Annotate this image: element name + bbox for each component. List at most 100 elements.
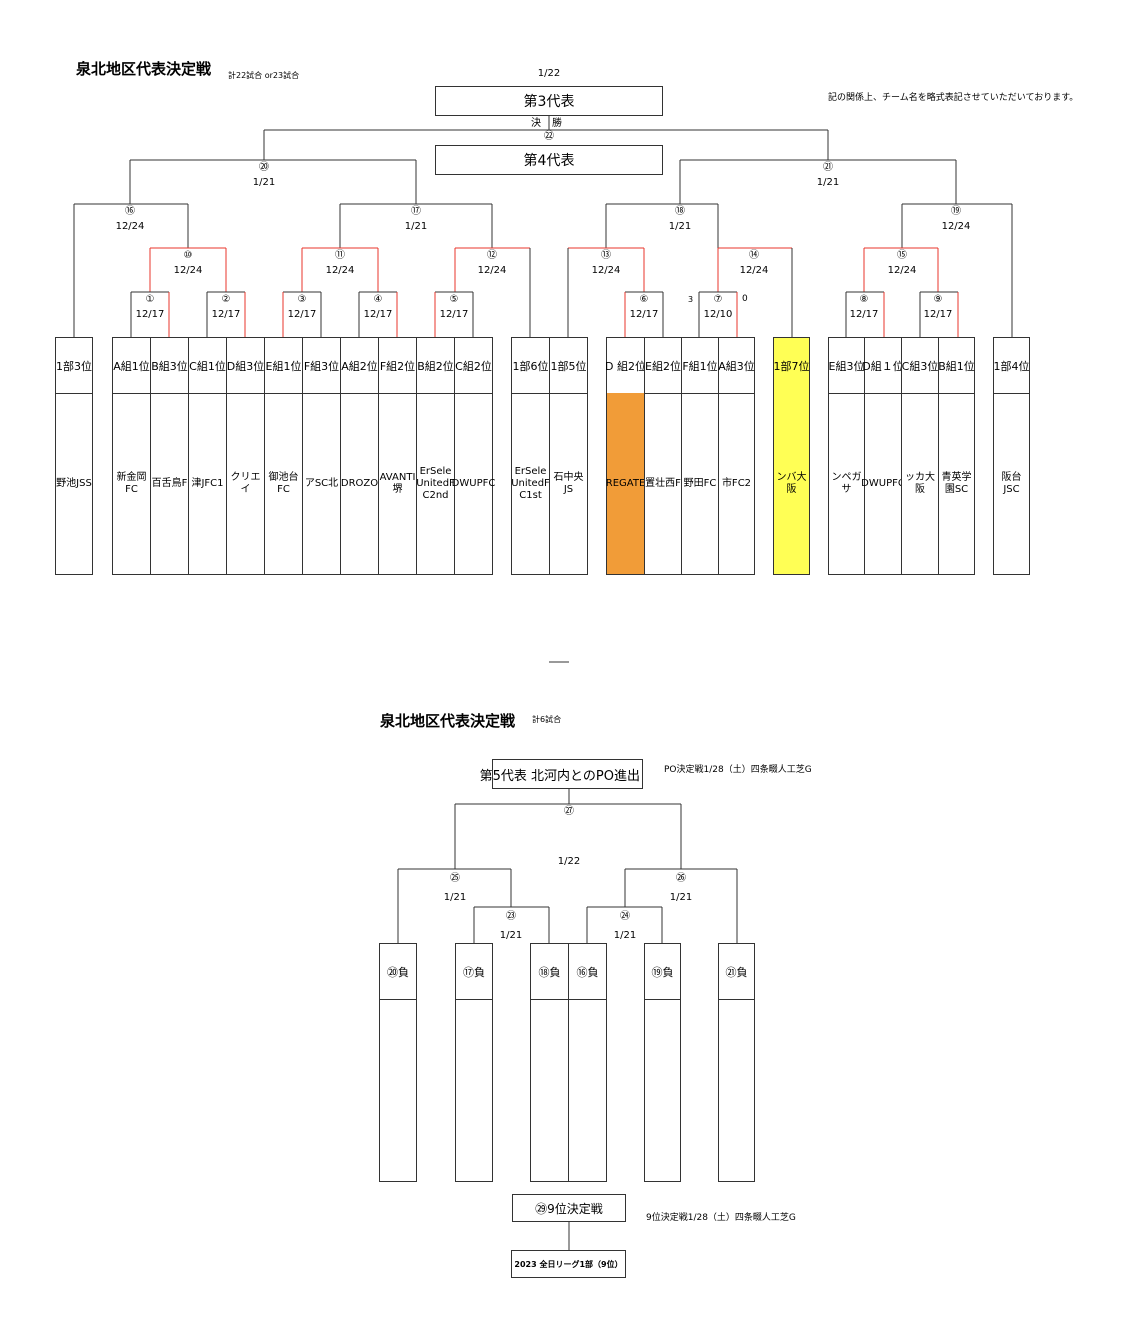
match-date: 12/24 xyxy=(477,265,507,276)
team-rank: A組1位 xyxy=(113,338,150,394)
match-number: ㉔ xyxy=(620,911,630,922)
team-column: E組3位ンペガサ xyxy=(828,337,865,575)
match-date: 12/17 xyxy=(439,309,469,320)
team-column: B組3位百舌鳥F xyxy=(150,337,189,575)
loser-label: ㉑負 xyxy=(719,944,754,1000)
team-column: A組3位市FC2 xyxy=(718,337,755,575)
match-date: 1/21 xyxy=(816,177,840,188)
team-name: ンペガサ xyxy=(831,471,862,495)
team-rank: C組3位 xyxy=(902,338,938,394)
team-column: F組3位アSC北 xyxy=(302,337,341,575)
team-name: 市FC2 xyxy=(721,477,752,489)
match-number: ⑩ xyxy=(183,250,193,261)
match-number: ⑯ xyxy=(125,206,135,217)
loser-column: ⑯負 xyxy=(568,943,607,1182)
loser-column: ⑱負 xyxy=(530,943,569,1182)
match-number: ② xyxy=(221,294,231,305)
po-note: PO決定戦1/28（土）四条畷人工芝G xyxy=(664,765,812,775)
abbreviation-note: 記の関係上、チーム名を略式表記させていただいております。 xyxy=(828,93,1079,103)
team-column: E組2位置壮西F xyxy=(644,337,682,575)
bottom-date: 1/22 xyxy=(557,856,581,867)
match-number: ㉕ xyxy=(450,873,460,884)
match-number: ㉓ xyxy=(506,911,516,922)
match-number: ㉗ xyxy=(564,806,574,817)
team-name: DROZO xyxy=(340,477,379,489)
top-subtitle: 計22試合 or23試合 xyxy=(228,71,300,80)
team-rank: A組2位 xyxy=(341,338,378,394)
team-name: 津JFC1 xyxy=(191,477,224,489)
top-title: 泉北地区代表決定戦 xyxy=(76,60,212,78)
loser-label: ⑰負 xyxy=(456,944,492,1000)
match-date: 12/24 xyxy=(173,265,203,276)
team-name: ンバ大阪 xyxy=(774,393,809,574)
final-date: 1/22 xyxy=(537,68,561,79)
team-column: 1部5位石中央JS xyxy=(549,337,588,575)
team-rank: E組2位 xyxy=(645,338,681,394)
match-date: 1/21 xyxy=(669,892,693,903)
team-column: D組１位 DWUPFC xyxy=(861,337,905,575)
match-date: 12/17 xyxy=(629,309,659,320)
team-name: REGATE xyxy=(606,393,645,574)
team-rank: C組1位 xyxy=(189,338,226,394)
team-rank: 1部5位 xyxy=(550,338,587,394)
match-date: 12/17 xyxy=(211,309,241,320)
match-date: 12/17 xyxy=(849,309,879,320)
team-rank: 1部3位 xyxy=(56,338,92,394)
match-number: ③ xyxy=(297,294,307,305)
team-rank: F組3位 xyxy=(303,338,340,394)
loser-column: ⑲負 xyxy=(644,943,681,1182)
team-column: 1部3位野池JSS xyxy=(55,337,93,575)
fifth-representative-box: 第5代表 北河内とのPO進出 xyxy=(480,759,643,789)
match-date: 1/21 xyxy=(252,177,276,188)
match-number: ⑪ xyxy=(335,250,345,261)
match-number: ① xyxy=(145,294,155,305)
match-number: ⑤ xyxy=(449,294,459,305)
match-date: 12/24 xyxy=(739,265,769,276)
team-column: A組1位新金岡FC xyxy=(112,337,151,575)
third-representative-box: 第3代表 xyxy=(435,86,663,116)
match-number: ⑳ xyxy=(259,162,269,173)
team-name: 御池台FC xyxy=(268,471,299,495)
team-column: D組3位クリエイ xyxy=(226,337,265,575)
team-name: 野田FC xyxy=(683,477,717,489)
team-column: B組1位青英学 園SC xyxy=(938,337,975,575)
team-name: DWUPFC xyxy=(861,477,905,489)
team-column: C組3位ッカ大阪 xyxy=(901,337,939,575)
team-rank: B組1位 xyxy=(938,338,975,394)
team-rank: B組2位 xyxy=(417,338,454,394)
team-rank: 1部7位 xyxy=(774,338,810,394)
match-number: ⑰ xyxy=(411,206,421,217)
team-rank: 1部4位 xyxy=(994,338,1030,394)
team-column-highlighted: 1部7位ンバ大阪 xyxy=(773,337,810,575)
team-rank: D 組2位 xyxy=(605,338,646,394)
match-number: ⑥ xyxy=(639,294,649,305)
match-number: ㉑ xyxy=(823,162,833,173)
match-number: ⑦ xyxy=(713,294,723,305)
team-rank: A組3位 xyxy=(718,338,755,394)
loser-label: ⑱負 xyxy=(531,944,568,1000)
match-number: ⑧ xyxy=(859,294,869,305)
match-number: ⑨ xyxy=(933,294,943,305)
team-name: 石中央JS xyxy=(553,471,584,495)
team-rank: D組１位 xyxy=(862,338,904,394)
team-rank: E組3位 xyxy=(829,338,864,394)
match-date: 12/24 xyxy=(325,265,355,276)
team-name: アSC北 xyxy=(304,477,339,489)
loser-column: ㉑負 xyxy=(718,943,755,1182)
final-label-right: 勝 xyxy=(552,118,562,129)
team-rank: D組3位 xyxy=(227,338,264,394)
match-number: ⑮ xyxy=(897,250,907,261)
final-label-left: 決 xyxy=(531,118,541,129)
team-rank: 1部6位 xyxy=(512,338,549,394)
match-number: ⑭ xyxy=(749,250,759,261)
match-date: 1/21 xyxy=(443,892,467,903)
match-date: 12/17 xyxy=(363,309,393,320)
score-left: 3 xyxy=(688,295,694,304)
match-number: ㉖ xyxy=(676,873,686,884)
bottom-title: 泉北地区代表決定戦 xyxy=(380,712,516,730)
